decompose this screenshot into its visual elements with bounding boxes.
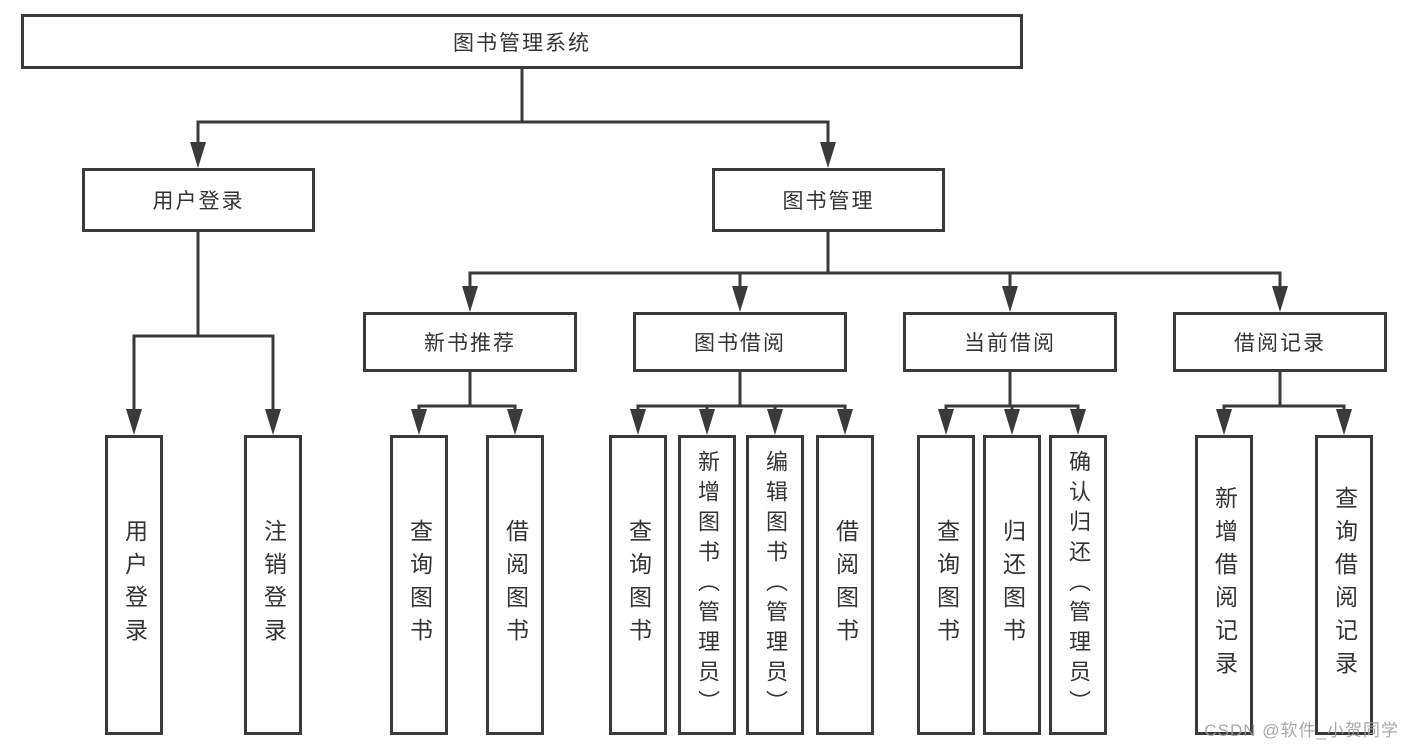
leaf-query-books-3-label: 查询图书 bbox=[933, 519, 960, 651]
leaf-confirm-return-admin-label: 确认归还（管理员） bbox=[1066, 450, 1091, 720]
leaf-add-borrow-record-label: 新增借阅记录 bbox=[1211, 486, 1238, 684]
leaf-query-books-2-label: 查询图书 bbox=[625, 519, 652, 651]
leaf-return-books: 归还图书 bbox=[983, 435, 1041, 735]
node-book-borrow-label: 图书借阅 bbox=[694, 332, 786, 355]
leaf-query-borrow-record: 查询借阅记录 bbox=[1315, 435, 1373, 735]
leaf-logout-login-label: 注销登录 bbox=[260, 519, 287, 651]
node-user-login: 用户登录 bbox=[82, 168, 315, 232]
leaf-borrow-books-2-label: 借阅图书 bbox=[832, 519, 859, 651]
csdn-watermark: CSDN @软件_小贺同学 bbox=[1204, 721, 1399, 740]
node-book-management-label: 图书管理 bbox=[782, 190, 875, 213]
node-book-borrow: 图书借阅 bbox=[633, 312, 847, 372]
leaf-user-login-label: 用户登录 bbox=[121, 519, 148, 651]
leaf-add-borrow-record: 新增借阅记录 bbox=[1195, 435, 1253, 735]
node-root-label: 图书管理系统 bbox=[453, 31, 591, 55]
node-new-book-recommend: 新书推荐 bbox=[363, 312, 577, 372]
node-book-management: 图书管理 bbox=[712, 168, 945, 232]
node-borrow-records-label: 借阅记录 bbox=[1234, 332, 1326, 355]
leaf-confirm-return-admin: 确认归还（管理员） bbox=[1049, 435, 1107, 735]
node-user-login-label: 用户登录 bbox=[152, 190, 245, 213]
leaf-query-books-label: 查询图书 bbox=[406, 519, 433, 651]
leaf-logout-login: 注销登录 bbox=[244, 435, 302, 735]
leaf-query-books-2: 查询图书 bbox=[609, 435, 667, 735]
leaf-add-books-admin: 新增图书（管理员） bbox=[678, 435, 736, 735]
leaf-borrow-books-2: 借阅图书 bbox=[816, 435, 874, 735]
node-new-book-recommend-label: 新书推荐 bbox=[424, 332, 516, 355]
leaf-borrow-books-label: 借阅图书 bbox=[502, 519, 529, 651]
leaf-query-books-3: 查询图书 bbox=[917, 435, 975, 735]
leaf-user-login: 用户登录 bbox=[105, 435, 163, 735]
leaf-query-books: 查询图书 bbox=[390, 435, 448, 735]
leaf-borrow-books: 借阅图书 bbox=[486, 435, 544, 735]
node-root: 图书管理系统 bbox=[21, 14, 1023, 69]
node-current-borrow-label: 当前借阅 bbox=[964, 332, 1056, 355]
node-current-borrow: 当前借阅 bbox=[903, 312, 1117, 372]
leaf-return-books-label: 归还图书 bbox=[999, 519, 1026, 651]
leaf-edit-books-admin: 编辑图书（管理员） bbox=[746, 435, 804, 735]
arrowheads bbox=[126, 142, 1352, 435]
leaf-edit-books-admin-label: 编辑图书（管理员） bbox=[763, 450, 788, 720]
leaf-query-borrow-record-label: 查询借阅记录 bbox=[1331, 486, 1358, 684]
leaf-add-books-admin-label: 新增图书（管理员） bbox=[695, 450, 720, 720]
node-borrow-records: 借阅记录 bbox=[1173, 312, 1387, 372]
